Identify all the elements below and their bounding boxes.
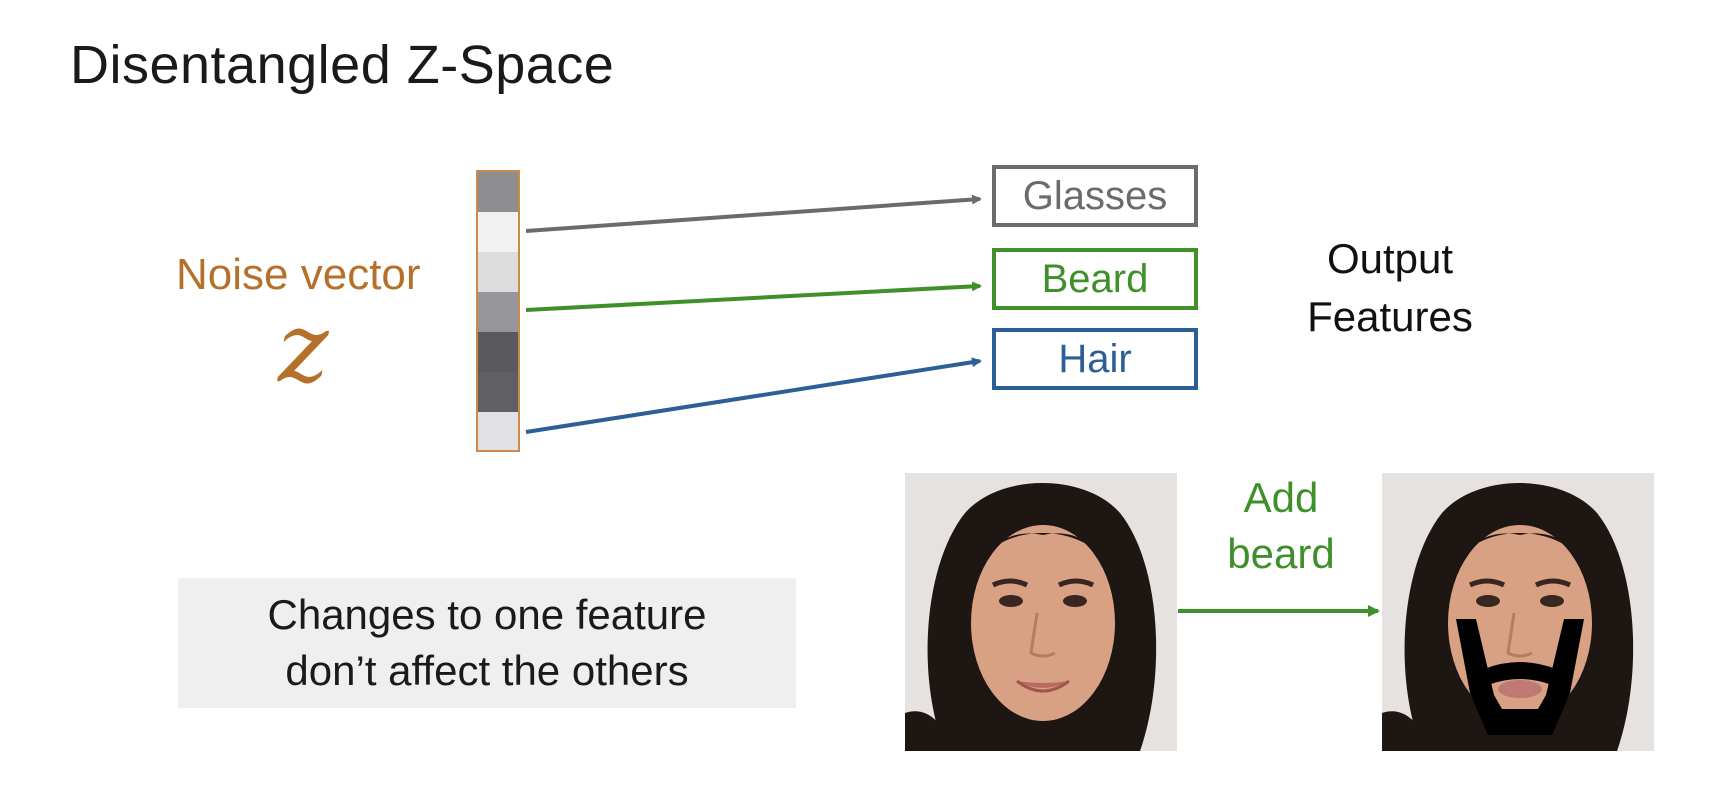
feature-box-beard: Beard (992, 248, 1198, 310)
feature-box-hair: Hair (992, 328, 1198, 390)
beard-shape (1456, 619, 1584, 735)
vector-cell-2 (478, 212, 518, 252)
vector-cell-7 (478, 412, 518, 450)
noise-vector-label: Noise vector (176, 250, 421, 299)
face-illustration-with-beard (1382, 473, 1654, 751)
face-image-with-beard (1382, 473, 1654, 751)
vector-cell-1 (478, 172, 518, 212)
feature-label-glasses: Glasses (1022, 173, 1168, 218)
vector-cell-3 (478, 252, 518, 292)
arrow-to-hair (525, 357, 982, 434)
z-symbol: z (278, 292, 329, 404)
vector-cell-5 (478, 332, 518, 372)
feature-label-beard: Beard (1041, 256, 1149, 301)
add-beard-label: Add beard (1227, 474, 1335, 577)
feature-label-hair: Hair (1058, 336, 1132, 381)
feature-box-glasses: Glasses (992, 165, 1198, 227)
vector-cell-4 (478, 292, 518, 332)
noise-vector (476, 170, 520, 452)
face-illustration-original (905, 473, 1177, 751)
note-box: Changes to one feature don’t affect the … (178, 578, 796, 708)
vector-cell-6 (478, 372, 518, 412)
output-features-label: Output Features (1307, 235, 1473, 340)
arrow-to-glasses (525, 194, 982, 233)
slide-title: Disentangled Z-Space (70, 35, 615, 95)
face-image-original (905, 473, 1177, 751)
arrow-to-beard (525, 281, 982, 312)
